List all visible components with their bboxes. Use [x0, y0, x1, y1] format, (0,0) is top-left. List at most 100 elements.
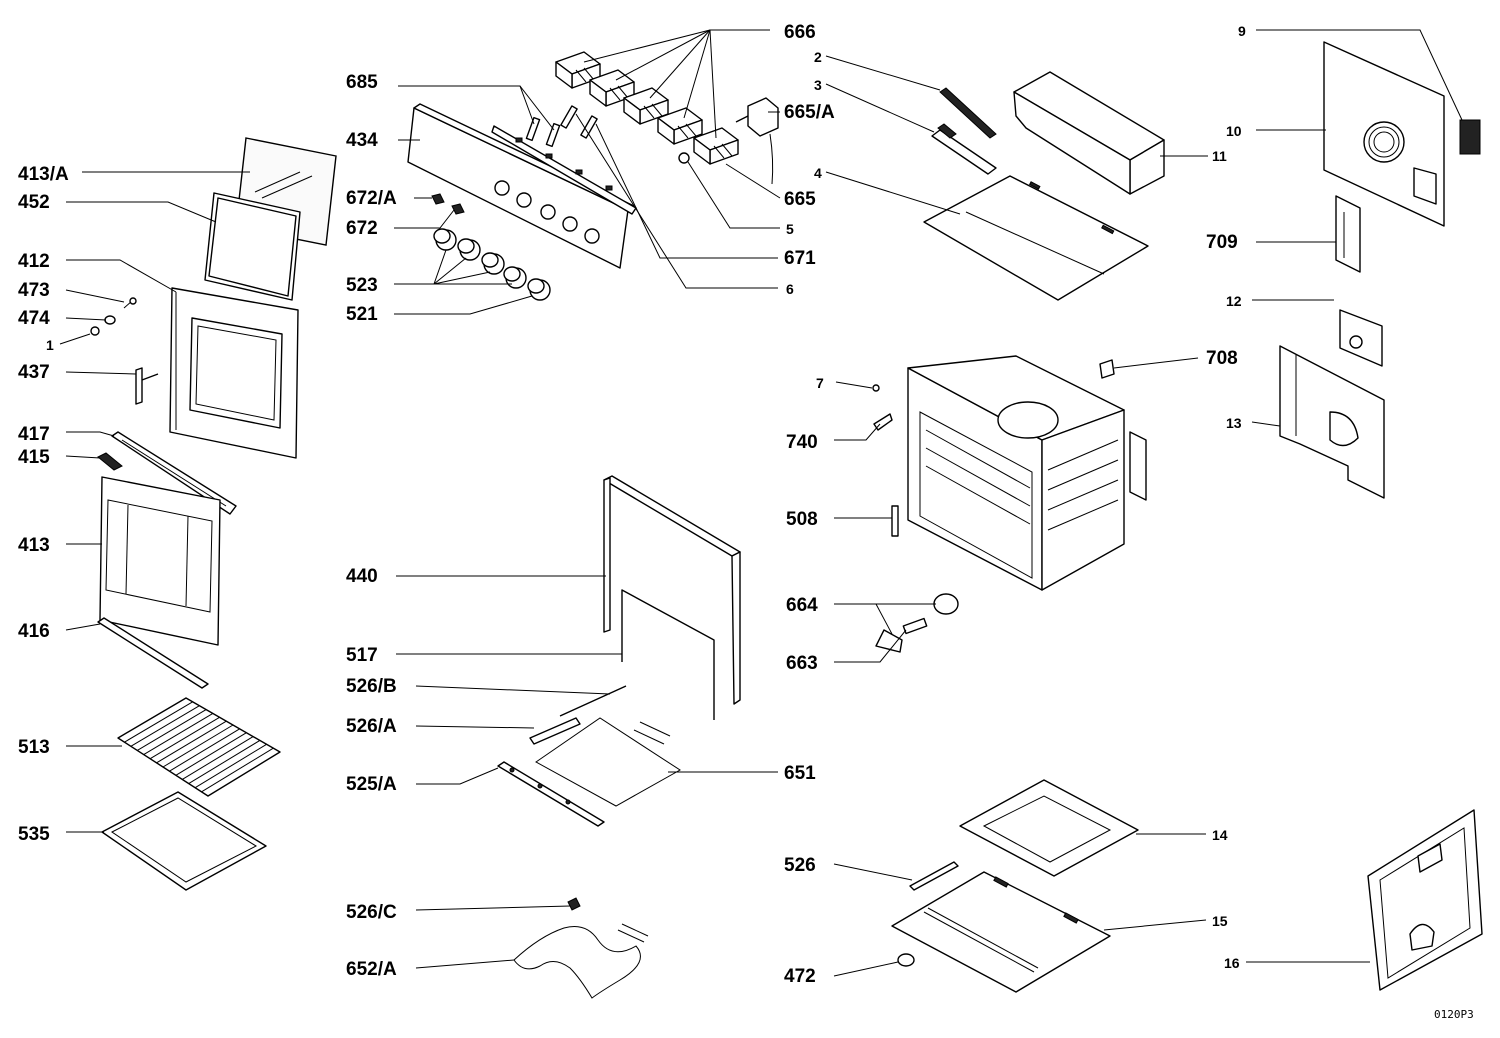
label-652a: 652/A [346, 959, 397, 980]
label-413: 413 [18, 535, 50, 556]
part-12-small-bracket [1339, 309, 1383, 367]
part-4-top-panel [923, 175, 1149, 301]
part-666-switch-blocks [555, 51, 739, 165]
part-fixings-473-474-1 [90, 297, 137, 336]
label-526c: 526/C [346, 902, 397, 923]
part-526b-rod [559, 685, 627, 717]
label-664: 664 [786, 595, 818, 616]
label-473: 473 [18, 280, 50, 301]
part-15-bottom-plate [891, 871, 1111, 993]
label-665: 665 [784, 189, 816, 210]
label-709: 709 [1206, 232, 1238, 253]
leader-lines [59, 29, 1463, 977]
label-9: 9 [1238, 23, 1246, 39]
label-5: 5 [786, 221, 794, 237]
label-666: 666 [784, 22, 816, 43]
part-664-663-knob [875, 593, 959, 653]
label-2: 2 [814, 49, 822, 65]
shelf-wire [175, 732, 247, 776]
label-672a: 672/A [346, 188, 397, 209]
part-535-tray [101, 791, 267, 891]
label-526b: 526/B [346, 676, 397, 697]
label-472: 472 [784, 966, 816, 987]
part-3-bracket [931, 123, 997, 175]
label-535: 535 [18, 824, 50, 845]
part-437-hinge [135, 367, 159, 405]
label-526: 526 [784, 855, 816, 876]
label-6: 6 [786, 281, 794, 297]
label-417: 417 [18, 424, 50, 445]
label-440: 440 [346, 566, 378, 587]
part-417-handle [111, 431, 237, 515]
shelf-wire [169, 728, 240, 772]
part-2-terminal-strip [939, 87, 997, 139]
part-10-rear-panel [1323, 41, 1445, 227]
label-513: 513 [18, 737, 50, 758]
part-16-side-panel [1367, 809, 1483, 991]
label-7: 7 [816, 375, 824, 391]
part-415-spring [97, 452, 123, 471]
label-434: 434 [346, 130, 378, 151]
part-440-frame [603, 475, 741, 705]
shelf-wire [182, 736, 254, 780]
label-523: 523 [346, 275, 378, 296]
part-671-shafts [560, 105, 598, 139]
part-switch-rail [491, 125, 637, 215]
part-709-bracket [1335, 195, 1361, 273]
part-526c-screw [567, 897, 581, 911]
label-15: 15 [1212, 913, 1228, 929]
part-472-foot [897, 953, 915, 967]
part-9-filter [1459, 119, 1481, 155]
part-508-lock [891, 505, 899, 537]
part-11-top-cover [1013, 71, 1165, 195]
label-452: 452 [18, 192, 50, 213]
label-3: 3 [814, 77, 822, 93]
label-651: 651 [784, 763, 816, 784]
part-513-wire-shelf [117, 697, 281, 797]
part-7-screw [872, 384, 880, 392]
part-413-outer-door [99, 476, 221, 646]
label-13: 13 [1226, 415, 1242, 431]
label-437: 437 [18, 362, 50, 383]
part-672-clips [431, 193, 465, 215]
shelf-wire [194, 743, 267, 789]
label-415: 415 [18, 447, 50, 468]
label-671: 671 [784, 248, 816, 269]
label-526a: 526/A [346, 716, 397, 737]
label-508: 508 [786, 509, 818, 530]
part-523-521-knobs [433, 228, 551, 301]
part-526a [529, 717, 581, 745]
label-663: 663 [786, 653, 818, 674]
label-685: 685 [346, 72, 378, 93]
part-685-spindles [525, 116, 561, 148]
label-525a: 525/A [346, 774, 397, 795]
label-740: 740 [786, 432, 818, 453]
shelf-wire [130, 705, 200, 747]
part-oven-cavity [907, 355, 1147, 591]
part-517-seal [621, 589, 715, 720]
part-525a-rail [497, 761, 605, 827]
shelf-wire [188, 740, 261, 784]
label-1: 1 [46, 337, 54, 353]
label-10: 10 [1226, 123, 1242, 139]
part-665a-thermostat [735, 97, 779, 185]
part-412-door-frame [169, 287, 299, 459]
label-672: 672 [346, 218, 378, 239]
shelf-wire [149, 716, 220, 760]
part-labels: 666 685 434 665/A 413/A 452 672/A 672 41… [18, 22, 1474, 1021]
label-517: 517 [346, 645, 378, 666]
part-651-element [535, 717, 681, 807]
label-412: 412 [18, 251, 50, 272]
label-521: 521 [346, 304, 378, 325]
part-5-nut [678, 152, 690, 164]
shelf-wire [201, 747, 274, 793]
shelf-wire [124, 701, 193, 743]
label-708: 708 [1206, 348, 1238, 369]
label-12: 12 [1226, 293, 1242, 309]
part-416-strip [97, 617, 209, 689]
shelf-wire [162, 724, 234, 768]
label-4: 4 [814, 165, 822, 181]
part-526-rod [909, 861, 959, 891]
label-413a: 413/A [18, 164, 69, 185]
